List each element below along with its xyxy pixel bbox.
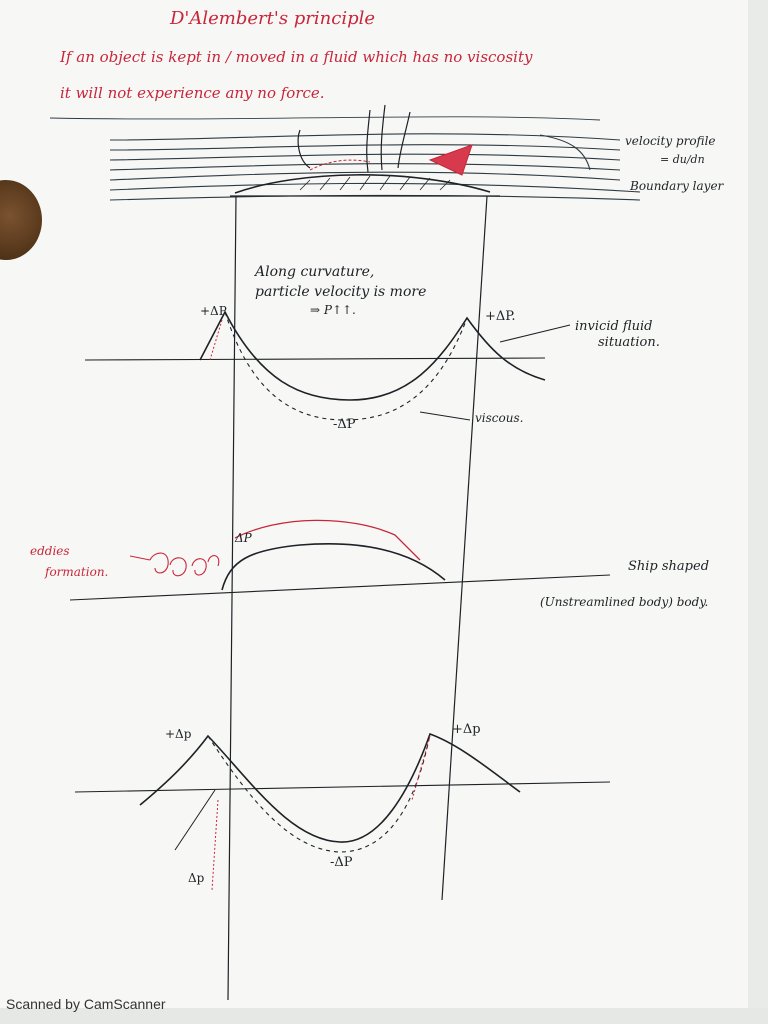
velocity-profile-label: velocity profile xyxy=(625,134,716,148)
dp-bottom-label: Δp xyxy=(188,871,205,885)
statement-line-2: it will not experience any no force. xyxy=(60,84,325,102)
scanner-footer: Scanned by CamScanner xyxy=(6,996,166,1012)
axis-3 xyxy=(74,781,611,793)
axis-2 xyxy=(69,574,611,601)
body-hatching xyxy=(299,175,451,191)
eddies-swirls xyxy=(129,552,220,577)
du-dn-label: = du/dn xyxy=(660,153,705,166)
plus-dp-lower-right: +Δp xyxy=(452,722,481,737)
title-text: D'Alembert's principle xyxy=(169,8,375,29)
notebook-page xyxy=(0,0,750,1008)
bottom-strip xyxy=(0,1008,768,1024)
ship-body-outline xyxy=(221,542,446,591)
viscous-label: viscous. xyxy=(475,411,523,425)
pressure-increase-text: ⇒ P↑↑. xyxy=(310,303,356,317)
red-separation-curve xyxy=(234,519,421,561)
inviscid-pressure-curve xyxy=(199,310,546,401)
red-velocity-wedge xyxy=(428,144,473,176)
situation-label: situation. xyxy=(598,335,660,350)
minus-dp-lower: -ΔP xyxy=(330,855,353,870)
dp-small-label: ΔP xyxy=(234,531,253,545)
velocity-profile-lines xyxy=(297,104,411,173)
particle-velocity-text: particle velocity is more xyxy=(255,284,426,300)
viscous-pressure-curve xyxy=(224,311,468,421)
axis-1 xyxy=(84,357,546,361)
streamlines xyxy=(49,116,641,201)
page-edge xyxy=(748,0,768,1024)
eddies-label: eddies xyxy=(30,544,70,558)
plus-dp-lower-left: +Δp xyxy=(165,727,192,741)
minus-dp-label: -ΔP xyxy=(333,417,356,432)
plus-dp-left: +ΔP xyxy=(200,304,227,318)
ship-shaped-label: Ship shaped xyxy=(628,559,709,574)
plus-dp-right: +ΔP. xyxy=(485,309,516,324)
body-label: (Unstreamlined body) body. xyxy=(540,595,708,609)
statement-line-1: If an object is kept in / moved in a flu… xyxy=(59,48,533,66)
lower-viscous-curve xyxy=(207,733,431,853)
lower-pressure-curve xyxy=(139,732,521,843)
right-vertical-line xyxy=(441,195,488,901)
left-vertical-line xyxy=(227,195,237,1001)
along-curvature-text: Along curvature, xyxy=(253,264,374,280)
inviscid-label: invicid fluid xyxy=(575,319,652,334)
formation-label: formation. xyxy=(44,565,108,579)
body-surface xyxy=(234,174,491,194)
boundary-layer-label: Boundary layer xyxy=(629,179,725,193)
